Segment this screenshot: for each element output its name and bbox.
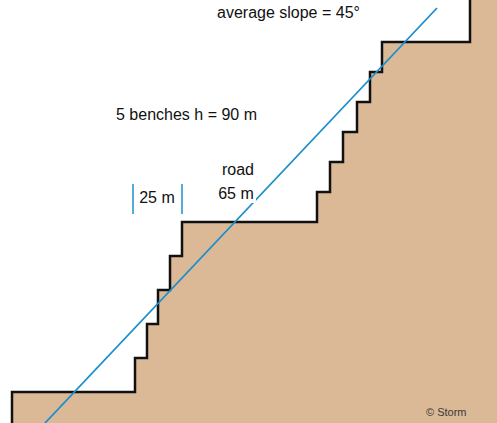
dimension-label: 65 m xyxy=(216,185,256,203)
bench-outline xyxy=(12,0,470,423)
average-slope-line xyxy=(45,8,437,423)
ground-profile xyxy=(12,0,497,423)
copyright-note: © Storm xyxy=(424,406,469,419)
dimension-tick xyxy=(132,184,134,214)
slope-note: average slope = 45° xyxy=(215,4,362,22)
road-label: road xyxy=(220,161,256,179)
dimension-tick xyxy=(181,184,183,214)
dimension-label: 25 m xyxy=(137,189,177,207)
bench-note: 5 benches h = 90 m xyxy=(114,106,259,124)
